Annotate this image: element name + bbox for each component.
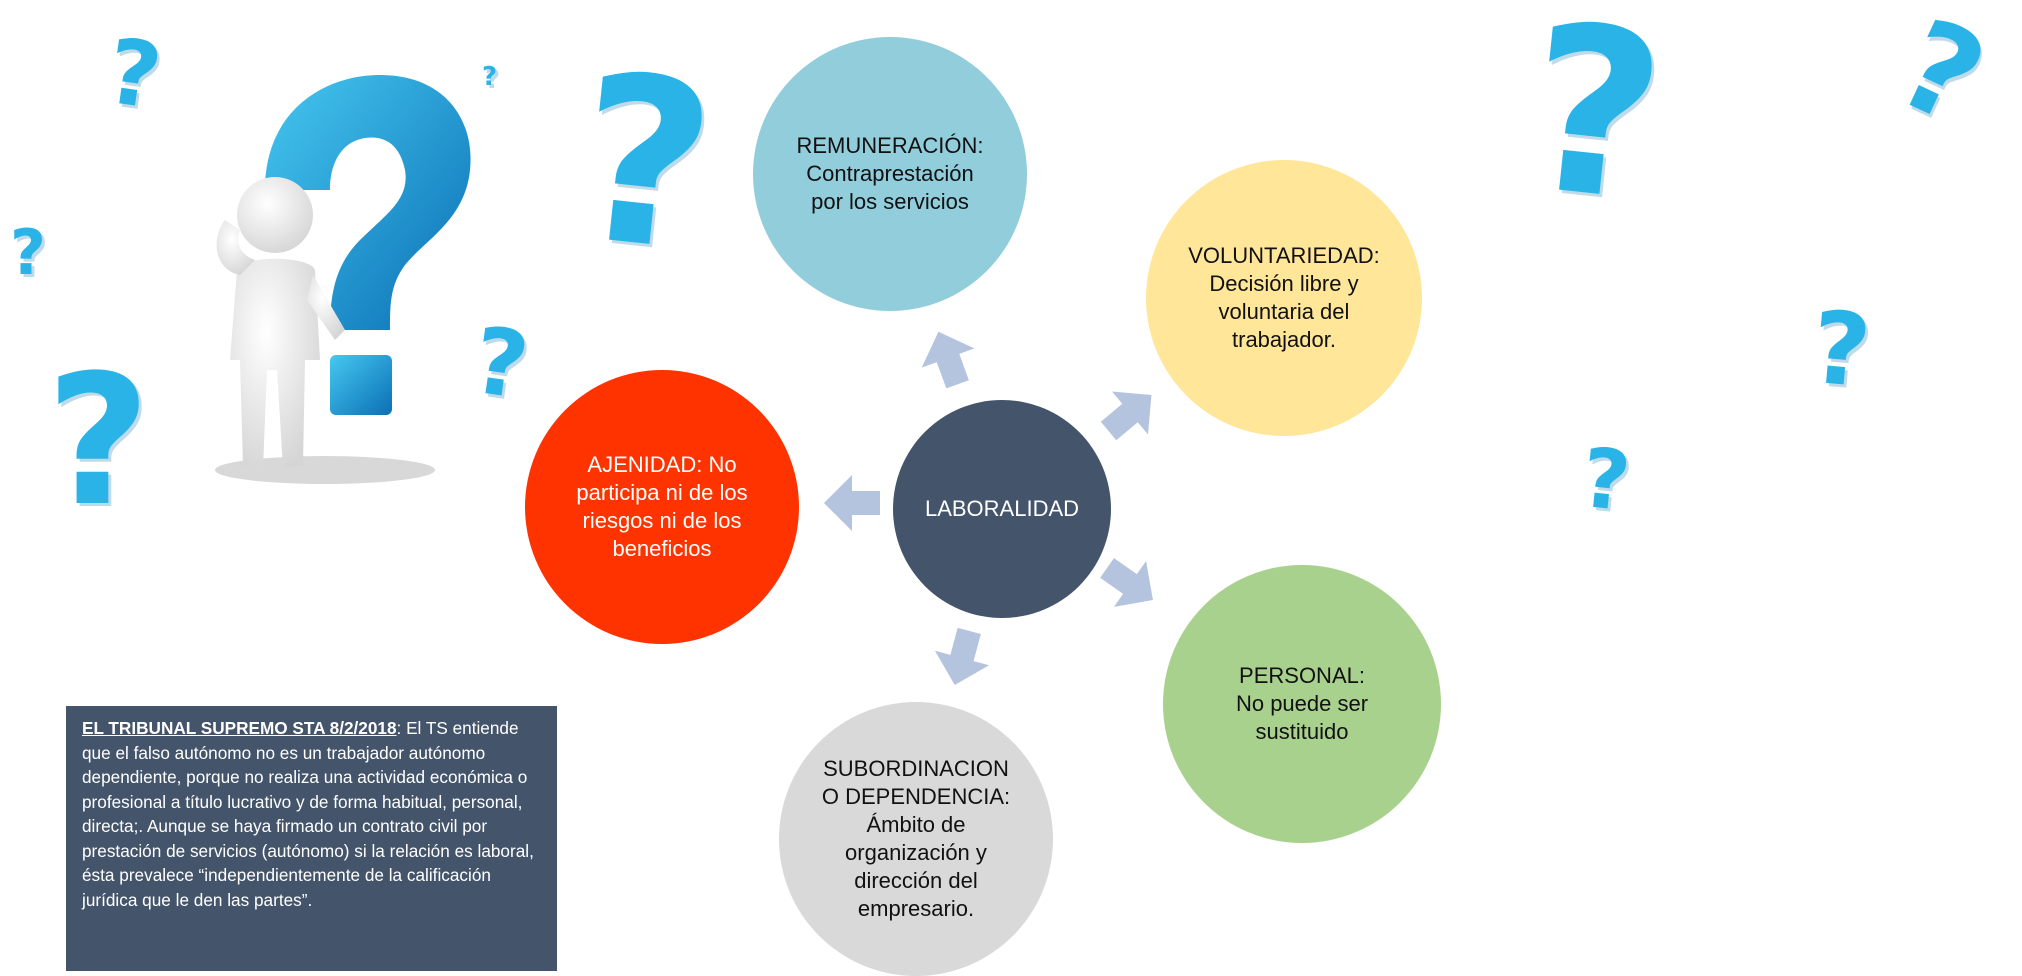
- thinking-figure-icon: [215, 75, 471, 484]
- question-mark-icon: ?: [1807, 288, 1876, 411]
- node-personal: PERSONAL: No puede ser sustituido: [1163, 565, 1441, 843]
- arrow-up-right-icon: [1100, 383, 1160, 443]
- node-ajenidad: AJENIDAD: No participa ni de los riesgos…: [525, 370, 799, 644]
- node-voluntariedad: VOLUNTARIEDAD: Decisión libre y voluntar…: [1146, 160, 1422, 436]
- node-voluntariedad-text: VOLUNTARIEDAD: Decisión libre y voluntar…: [1188, 243, 1380, 352]
- arrow-up-icon: [918, 328, 978, 388]
- node-personal-text: PERSONAL: No puede ser sustituido: [1235, 663, 1369, 744]
- question-mark-icon: ?: [1514, 0, 1676, 255]
- arrow-left-icon: [822, 473, 882, 533]
- question-mark-icon: ?: [46, 337, 151, 546]
- question-mark-icon: ?: [1577, 430, 1635, 531]
- center-node-label: LABORALIDAD: [924, 496, 1080, 521]
- question-mark-icon: ?: [1877, 0, 2005, 154]
- question-mark-icon: ?: [101, 18, 168, 131]
- question-mark-icon: ?: [482, 62, 498, 92]
- node-remuneracion: REMUNERACIÓN: Contraprestación por los s…: [753, 37, 1027, 311]
- node-subordinacion-text: SUBORDINACION O DEPENDENCIA: Ámbito de o…: [821, 756, 1011, 921]
- node-remuneracion-text: REMUNERACIÓN: Contraprestación por los s…: [796, 133, 984, 214]
- center-node-laboralidad: LABORALIDAD: [893, 400, 1111, 618]
- tribunal-supremo-note: EL TRIBUNAL SUPREMO STA 8/2/2018: El TS …: [66, 706, 557, 971]
- node-ajenidad-text: AJENIDAD: No participa ni de los riesgos…: [576, 452, 748, 561]
- note-title: EL TRIBUNAL SUPREMO STA 8/2/2018: [82, 718, 397, 738]
- arrow-down-right-icon: [1100, 554, 1160, 614]
- question-mark-icon: ?: [564, 24, 726, 305]
- note-body: : El TS entiende que el falso autónomo n…: [82, 718, 534, 910]
- node-subordinacion: SUBORDINACION O DEPENDENCIA: Ámbito de o…: [779, 702, 1053, 976]
- question-mark-icon: ?: [10, 216, 46, 289]
- arrow-down-icon: [932, 628, 992, 688]
